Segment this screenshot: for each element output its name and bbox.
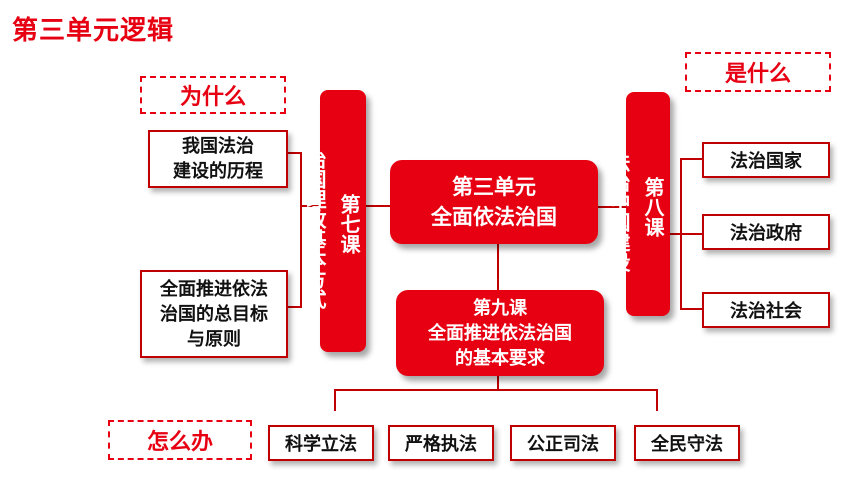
connector-center-lesson9 [497,242,499,290]
lesson8-name: 第八课 [641,177,665,237]
connector-bottom-horizontal [334,389,658,391]
lesson9-card: 第九课 全面推进依法治国 的基本要求 [396,290,604,376]
connector-left-to-lesson7 [300,205,320,207]
lesson7-item: 全面推进依法 治国的总目标 与原则 [140,270,288,358]
lesson8-item: 法治国家 [702,142,830,178]
lesson7-card: 第七课 治国理政基本方式 [303,90,366,352]
lesson9-name: 第九课 [473,297,527,319]
connector-right-mid [680,233,702,235]
lesson8-card: 第八课 法治中国建设 [607,92,670,316]
label-what: 是什么 [685,52,831,92]
lesson8-topic: 法治中国建设 [607,152,631,272]
connector-bottom-right [656,389,658,411]
connector-left-vertical [300,152,302,308]
lesson9-line1: 全面推进依法治国 [428,322,572,344]
connector-bottom-left [334,389,336,411]
lesson9-item: 公正司法 [510,425,616,461]
center-line2: 全面依法治国 [431,205,557,229]
connector-right-top [680,158,702,160]
center-card: 第三单元 全面依法治国 [390,160,598,244]
connector-lesson8-right [669,233,682,235]
lesson9-item: 严格执法 [388,425,494,461]
connector-lesson9-down [497,376,499,390]
connector-lesson7-center [364,205,390,207]
lesson8-item: 法治政府 [702,214,830,250]
connector-center-lesson8 [598,206,626,208]
lesson7-topic: 治国理政基本方式 [303,149,327,309]
lesson9-line2: 的基本要求 [455,347,545,369]
page-title: 第三单元逻辑 [12,16,175,46]
label-how: 怎么办 [108,420,252,460]
lesson9-item: 科学立法 [268,425,374,461]
lesson9-item: 全民守法 [634,425,740,461]
lesson8-item: 法治社会 [702,292,830,328]
connector-right-bottom [680,308,702,310]
center-line1: 第三单元 [452,175,536,199]
lesson7-name: 第七课 [337,194,361,254]
lesson7-item: 我国法治 建设的历程 [148,130,288,188]
label-why: 为什么 [140,76,286,114]
connector-left-bottom [288,306,302,308]
connector-left-top [288,152,302,154]
